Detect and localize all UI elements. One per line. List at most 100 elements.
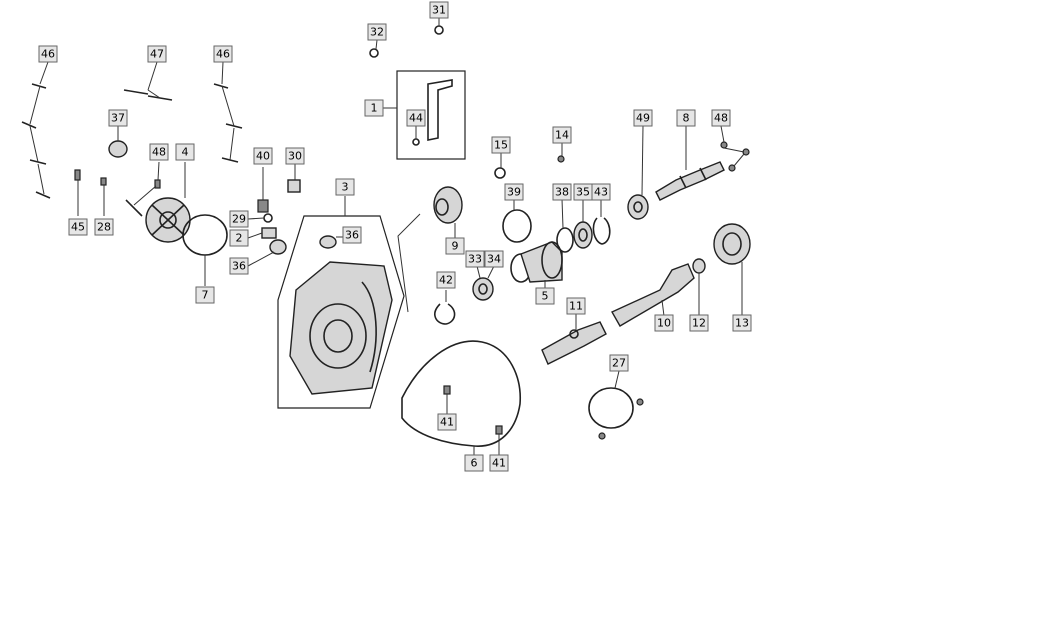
- callout-number: 8: [683, 112, 690, 125]
- callout-number: 47: [150, 48, 164, 61]
- callout-box: [732, 314, 752, 332]
- callout-number: 48: [714, 112, 728, 125]
- callout-41: 41: [437, 413, 457, 431]
- callout-number: 5: [542, 290, 549, 303]
- callout-13: 13: [732, 314, 752, 332]
- callout-box: [464, 454, 484, 472]
- callout-box: [552, 126, 572, 144]
- callout-number: 6: [471, 457, 478, 470]
- callout-46: 46: [38, 45, 58, 63]
- callout-28: 28: [94, 218, 114, 236]
- bearing-35: [573, 221, 593, 249]
- callout-number: 13: [735, 317, 749, 330]
- housing-3: [289, 261, 393, 395]
- seal-36-inner: [319, 235, 337, 249]
- callout-40: 40: [253, 147, 273, 165]
- callout-30: 30: [285, 147, 305, 165]
- callout-box: [484, 250, 504, 268]
- clip-31: [434, 25, 444, 35]
- callout-number: 7: [202, 289, 209, 302]
- callout-number: 28: [97, 221, 111, 234]
- callout-47: 47: [147, 45, 167, 63]
- ring-12: [692, 258, 706, 274]
- bolt-set-left: [21, 61, 51, 199]
- washer-29: [263, 213, 273, 223]
- callout-8: 8: [676, 109, 696, 127]
- callout-number: 40: [256, 150, 270, 163]
- callout-box: [535, 287, 555, 305]
- callout-box: [676, 109, 696, 127]
- callout-7: 7: [195, 286, 215, 304]
- callout-4: 4: [175, 143, 195, 161]
- callout-box: [108, 109, 128, 127]
- callout-box: [175, 143, 195, 161]
- callout-number: 11: [569, 300, 583, 313]
- callout-number: 45: [71, 221, 85, 234]
- coupler-11: [541, 321, 607, 365]
- nut-14: [557, 155, 565, 163]
- callout-number: 27: [612, 357, 626, 370]
- callout-31: 31: [429, 1, 449, 19]
- dowel-41a: [443, 385, 451, 395]
- callout-number: 44: [409, 112, 423, 125]
- callout-box: [94, 218, 114, 236]
- callout-number: 3: [342, 181, 349, 194]
- callout-number: 4: [182, 146, 189, 159]
- callout-number: 1: [371, 102, 378, 115]
- callout-33: 33: [465, 250, 485, 268]
- callout-box: [367, 23, 387, 41]
- callout-box: [38, 45, 58, 63]
- callout-number: 30: [288, 150, 302, 163]
- gear-9: [433, 186, 463, 224]
- callout-35: 35: [573, 183, 593, 201]
- bearing-33: [472, 277, 494, 301]
- bolt-45: [74, 169, 81, 181]
- callout-29: 29: [229, 210, 249, 228]
- callout-number: 41: [492, 457, 506, 470]
- hose-group-frame: [396, 70, 466, 160]
- callout-box: [229, 257, 249, 275]
- callout-box: [633, 109, 653, 127]
- seal-37: [108, 140, 128, 158]
- callout-number: 12: [692, 317, 706, 330]
- callout-42: 42: [436, 271, 456, 289]
- callout-box: [711, 109, 731, 127]
- ring-39: [502, 209, 532, 243]
- callout-5: 5: [535, 287, 555, 305]
- fitting-2: [261, 227, 277, 239]
- callout-6: 6: [464, 454, 484, 472]
- callout-1: 1: [364, 99, 384, 117]
- callout-box: [364, 99, 384, 117]
- callout-number: 33: [468, 253, 482, 266]
- callout-box: [491, 136, 511, 154]
- callout-number: 14: [555, 129, 569, 142]
- plate-27: [588, 387, 644, 440]
- callout-box: [429, 1, 449, 19]
- bolt-48: [154, 179, 161, 189]
- callout-39: 39: [504, 183, 524, 201]
- callout-box: [489, 454, 509, 472]
- hose-1: [427, 79, 453, 141]
- callout-number: 41: [440, 416, 454, 429]
- callout-41b: 41: [489, 454, 509, 472]
- callout-box: [406, 109, 426, 127]
- callout-36: 36: [229, 257, 249, 275]
- callout-number: 9: [452, 240, 459, 253]
- callout-14: 14: [552, 126, 572, 144]
- callout-38: 38: [552, 183, 572, 201]
- callout-number: 31: [432, 4, 446, 17]
- callout-36b: 36: [342, 226, 362, 244]
- callout-box: [654, 314, 674, 332]
- callout-49: 49: [633, 109, 653, 127]
- callout-box: [68, 218, 88, 236]
- callout-15: 15: [491, 136, 511, 154]
- callout-46b: 46: [213, 45, 233, 63]
- callout-box: [689, 314, 709, 332]
- callout-9: 9: [445, 237, 465, 255]
- callout-34: 34: [484, 250, 504, 268]
- callout-box: [335, 178, 355, 196]
- callout-number: 43: [594, 186, 608, 199]
- callout-37: 37: [108, 109, 128, 127]
- callout-48b: 48: [711, 109, 731, 127]
- clip-44: [412, 138, 420, 146]
